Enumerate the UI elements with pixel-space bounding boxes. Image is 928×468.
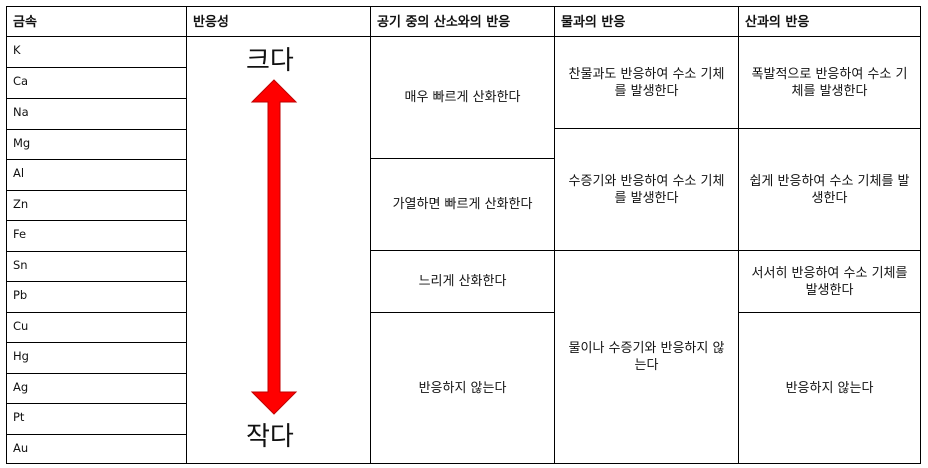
header-acid: 산과의 반응	[738, 6, 921, 37]
water-cell: 물이나 수증기와 반응하지 않는다	[554, 250, 739, 464]
water-text: 찬물과도 반응하여 수소 기체를 발생한다	[568, 66, 725, 99]
acid-cell: 서서히 반응하여 수소 기체를 발생한다	[738, 250, 921, 313]
acid-cell: 반응하지 않는다	[738, 312, 921, 464]
acid-text: 반응하지 않는다	[785, 380, 874, 396]
acid-cell: 쉽게 반응하여 수소 기체를 발생한다	[738, 128, 921, 251]
acid-text: 쉽게 반응하여 수소 기체를 발생한다	[749, 173, 910, 206]
oxygen-text: 가열하면 빠르게 산화한다	[392, 197, 533, 212]
oxygen-text: 반응하지 않는다	[418, 380, 507, 396]
water-cell: 찬물과도 반응하여 수소 기체를 발생한다	[554, 36, 739, 129]
oxygen-cell: 반응하지 않는다	[370, 312, 555, 464]
metal-cell: Hg	[6, 342, 187, 374]
metal-cell: Sn	[6, 251, 187, 282]
oxygen-cell: 느리게 산화한다	[370, 250, 555, 313]
metal-cell: Fe	[6, 220, 187, 252]
acid-text: 서서히 반응하여 수소 기체를 발생한다	[751, 265, 908, 298]
metal-cell: K	[6, 36, 187, 68]
oxygen-text: 매우 빠르게 산화한다	[404, 90, 521, 105]
acid-cell: 폭발적으로 반응하여 수소 기체를 발생한다	[738, 36, 921, 129]
header-oxygen: 공기 중의 산소와의 반응	[370, 6, 555, 37]
metal-cell: Cu	[6, 312, 187, 343]
metal-cell: Au	[6, 434, 187, 464]
header-metal: 금속	[6, 6, 187, 37]
reactivity-low-label: 작다	[246, 422, 294, 452]
oxygen-cell: 가열하면 빠르게 산화한다	[370, 158, 555, 251]
oxygen-text: 느리게 산화한다	[418, 274, 507, 289]
oxygen-cell: 매우 빠르게 산화한다	[370, 36, 555, 159]
water-cell: 수증기와 반응하여 수소 기체를 발생한다	[554, 128, 739, 251]
water-text: 물이나 수증기와 반응하지 않는다	[568, 341, 725, 373]
metal-cell: Ag	[6, 373, 187, 404]
reactivity-high-label: 크다	[246, 46, 294, 76]
water-text: 수증기와 반응하여 수소 기체를 발생한다	[568, 173, 725, 206]
acid-text: 폭발적으로 반응하여 수소 기체를 발생한다	[751, 66, 908, 99]
metal-cell: Ca	[6, 67, 187, 99]
